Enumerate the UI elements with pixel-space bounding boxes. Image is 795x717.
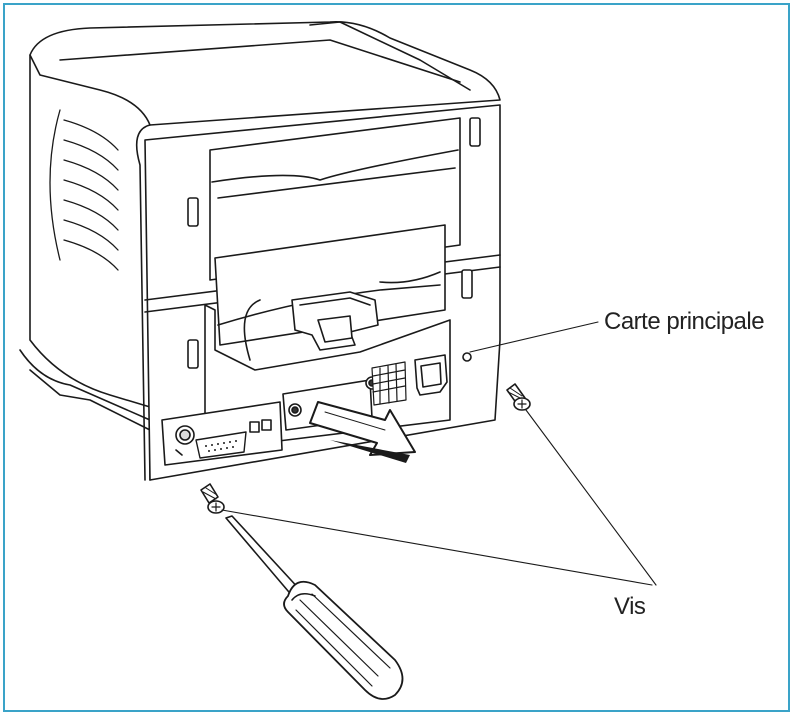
printer-body [19, 21, 501, 481]
removal-arrow-icon [309, 401, 416, 463]
leader-lines [221, 321, 657, 586]
screwdriver-icon [225, 515, 404, 700]
screws-label: Vis [614, 593, 646, 620]
screw-icon-left [200, 483, 225, 514]
main-board-label: Carte principale [604, 308, 765, 335]
screw-icon-right [506, 383, 531, 411]
interface-panel [161, 401, 283, 466]
